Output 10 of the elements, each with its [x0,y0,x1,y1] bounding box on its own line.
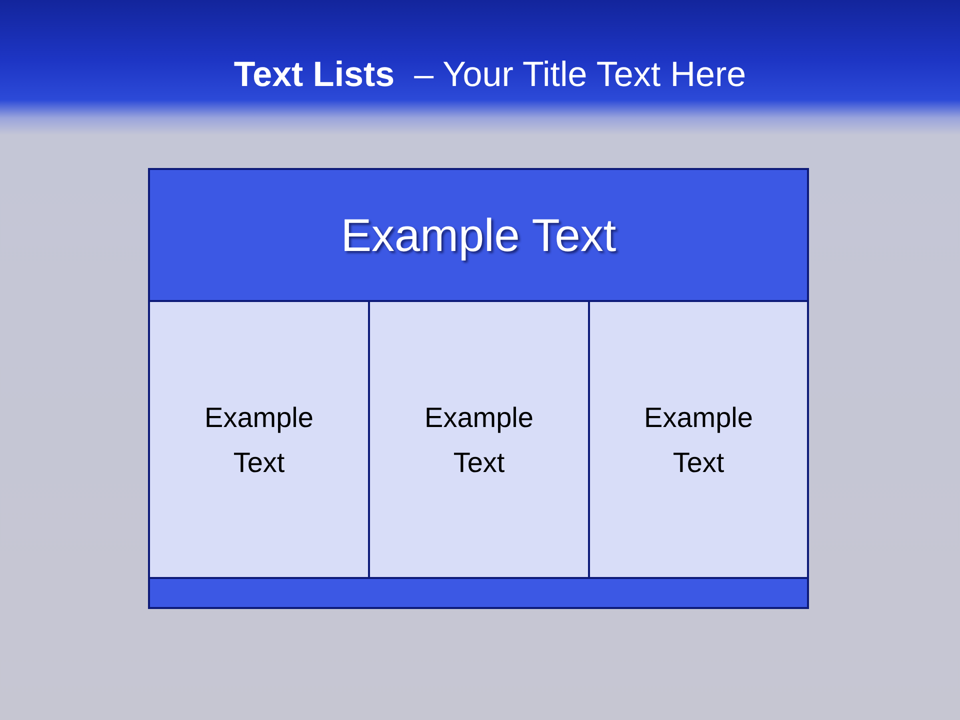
panel-text: Example Text [643,400,754,480]
slide-title: Text Lists – Your Title Text Here [232,54,748,96]
footer-bar [148,577,809,609]
panel-text: Example Text [424,400,534,480]
header-text: Example Text [340,208,616,262]
text-panel [588,300,809,579]
text-panel [148,300,370,579]
panel-text: Example Text [204,400,314,480]
header-band [148,168,809,302]
text-panel [368,300,590,579]
